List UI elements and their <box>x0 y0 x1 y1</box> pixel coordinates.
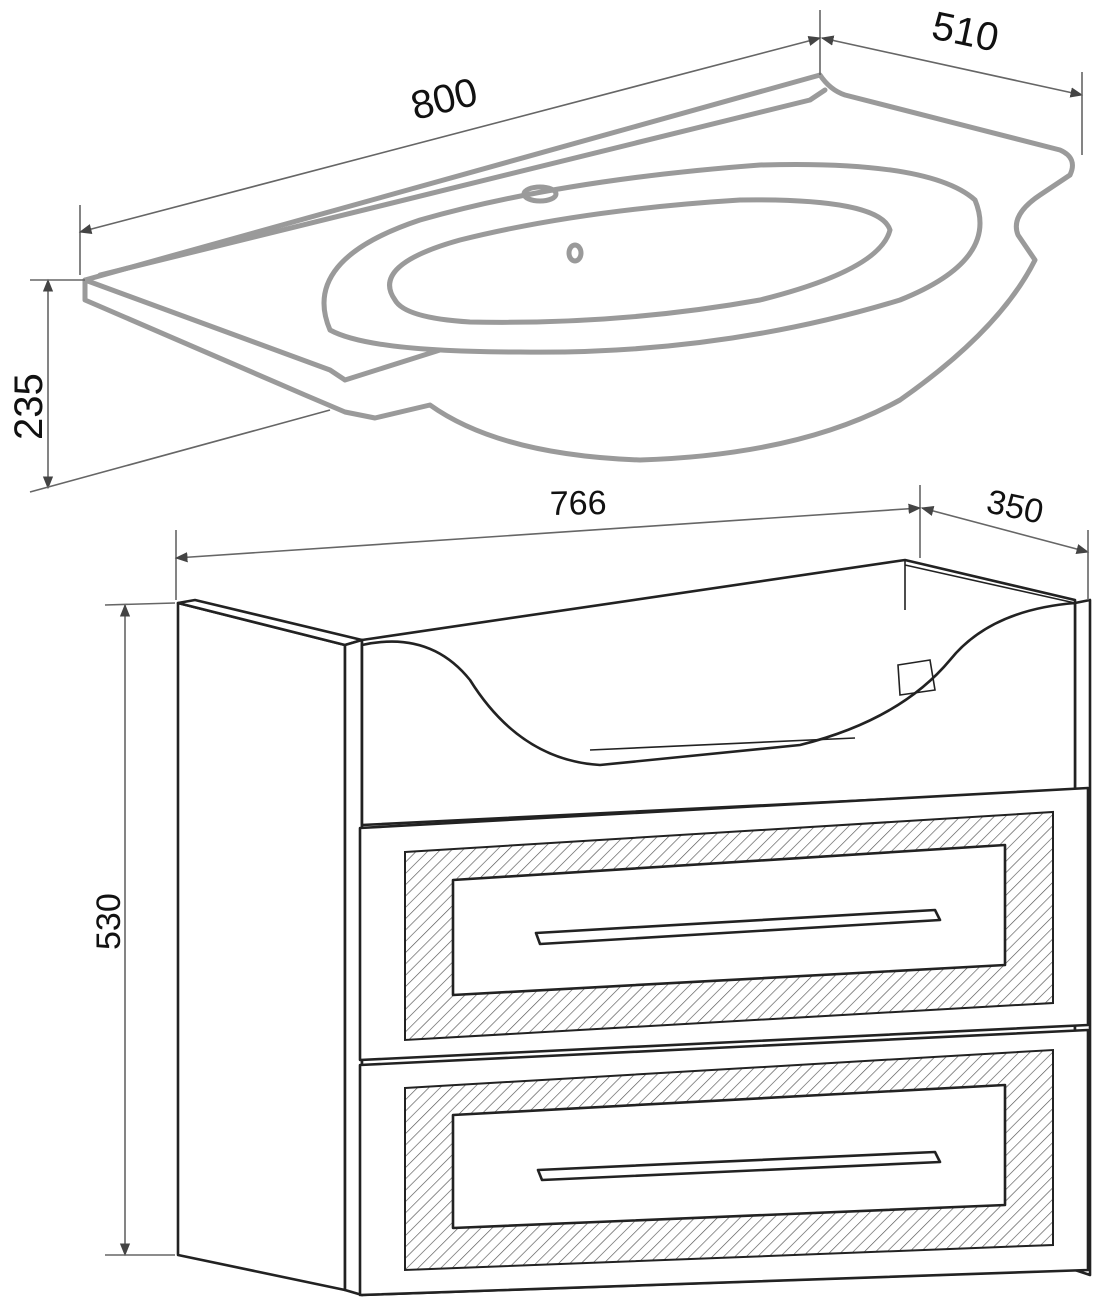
cabinet-depth-label: 350 <box>983 483 1046 532</box>
sink-height-label: 235 <box>7 373 51 440</box>
drawer-panel <box>451 1083 1007 1230</box>
sink-width-label: 800 <box>407 70 482 129</box>
overflow-hole <box>566 242 584 264</box>
sink-depth-label: 510 <box>928 4 1002 61</box>
basin-back-rim <box>97 87 828 278</box>
drawer-handle[interactable] <box>536 1150 942 1182</box>
washbasin <box>82 72 1075 463</box>
basin-front-edge <box>82 277 443 383</box>
extension-line <box>29 409 331 493</box>
cabinet-width-label: 766 <box>549 484 606 523</box>
cabinet-dimensions: 766 350 530 <box>90 483 1090 1257</box>
extension-line <box>104 602 176 606</box>
cabinet-height-label: 530 <box>90 893 128 950</box>
inner-bracket <box>897 659 936 696</box>
inner-shelf-edge <box>589 737 856 751</box>
depth-dimension-line <box>820 35 1084 98</box>
vanity-cabinet <box>176 558 1092 1297</box>
basin-top-outline <box>82 72 1075 463</box>
drawer-handle[interactable] <box>534 908 942 946</box>
drawer-2[interactable] <box>358 1028 1090 1297</box>
left-side-panel <box>176 601 347 1292</box>
depth-dimension-line <box>920 506 1090 554</box>
bowl-outer <box>321 161 983 355</box>
width-dimension-line <box>78 35 822 235</box>
bowl-inner <box>387 197 893 325</box>
cutout-curve <box>360 601 1077 827</box>
drawer-panel <box>451 843 1007 997</box>
width-dimension-line <box>174 503 922 563</box>
drawer-1[interactable] <box>358 786 1090 1062</box>
right-top-edge <box>904 560 1076 610</box>
sink-dimensions: 800 510 235 <box>7 4 1084 493</box>
